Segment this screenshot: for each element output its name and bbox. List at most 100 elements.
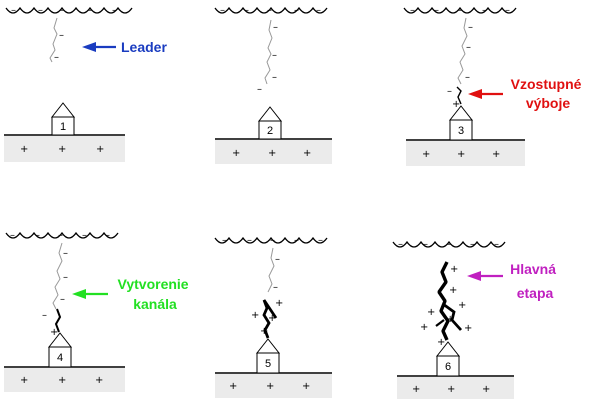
minus-sign: – — [60, 5, 65, 16]
plus-sign: + — [452, 99, 460, 110]
minus-sign: – — [465, 72, 470, 83]
plus-sign: + — [302, 381, 310, 392]
cloud-6 — [392, 240, 506, 248]
panel-number: 5 — [265, 358, 271, 370]
minus-sign: – — [294, 235, 299, 246]
minus-sign: – — [270, 235, 275, 246]
plus-sign: + — [449, 285, 457, 296]
plus-sign: + — [95, 375, 103, 386]
minus-sign: – — [267, 5, 272, 16]
minus-sign: – — [446, 239, 451, 250]
minus-sign: – — [38, 5, 43, 16]
plus-sign: + — [58, 375, 66, 386]
minus-sign: – — [410, 5, 415, 16]
return-stroke-6 — [437, 261, 450, 341]
stepped-leader-1 — [49, 17, 58, 63]
upward-arrow — [468, 89, 503, 99]
ground-charges-5: + + + — [229, 381, 310, 392]
minus-sign: – — [63, 248, 68, 259]
minus-sign: – — [222, 235, 227, 246]
minus-sign: – — [316, 5, 321, 16]
minus-sign: – — [275, 254, 280, 265]
minus-sign: – — [63, 272, 68, 283]
cloud-5 — [214, 236, 328, 244]
minus-sign: – — [58, 230, 63, 241]
minus-sign: – — [398, 239, 403, 250]
ground-charges-4: + + + — [20, 375, 103, 386]
panel-2: – – – – – – – – – + + + 2 — [214, 5, 332, 164]
minus-sign: – — [82, 230, 87, 241]
plus-sign: + — [422, 149, 430, 160]
leader-arrow — [82, 42, 116, 52]
connected-channel-5 — [262, 299, 278, 339]
plus-sign: + — [20, 375, 28, 386]
minus-sign: – — [60, 294, 65, 305]
minus-sign: – — [88, 5, 93, 16]
minus-sign: – — [505, 5, 510, 16]
cloud-charges-6: – – – – – — [398, 239, 499, 250]
minus-sign: – — [434, 5, 439, 16]
ground-1 — [4, 136, 125, 162]
plus-sign: + — [446, 314, 454, 325]
minus-sign: – — [11, 5, 16, 16]
panel-number: 6 — [445, 361, 451, 373]
plus-sign: + — [303, 148, 311, 159]
ground-4 — [4, 368, 125, 392]
ground-2 — [215, 140, 332, 164]
minus-sign: – — [220, 5, 225, 16]
plus-sign: + — [437, 337, 445, 348]
plus-sign: + — [275, 298, 283, 309]
minus-sign: – — [457, 5, 462, 16]
house-4: 4 — [47, 332, 73, 368]
house-5: 5 — [255, 338, 281, 374]
plus-sign: + — [96, 144, 104, 155]
minus-sign: – — [244, 5, 249, 16]
minus-sign: – — [273, 22, 278, 33]
minus-sign: – — [257, 84, 262, 95]
main-stage-label: Hlavná etapa — [510, 261, 560, 301]
plus-sign: + — [412, 384, 420, 395]
upward-streamers-label: Vzostupné výboje — [511, 76, 586, 111]
house-3: 3 — [448, 105, 474, 141]
minus-sign: – — [35, 230, 40, 241]
main-stage-arrow — [467, 271, 503, 281]
minus-sign: – — [42, 310, 47, 321]
cloud-charges-2: – – – – – — [220, 5, 321, 16]
minus-sign: – — [294, 5, 299, 16]
cloud-charges-4: – – – – – — [10, 230, 110, 241]
panel-5: – – – – – – – + + + + + + + 5 — [214, 235, 332, 398]
plus-sign: + — [50, 327, 58, 338]
plus-sign: + — [266, 381, 274, 392]
plus-sign: + — [229, 381, 237, 392]
minus-sign: – — [105, 230, 110, 241]
channel-streamer-4 — [54, 308, 62, 333]
minus-sign: – — [466, 42, 471, 53]
channel-arrow — [72, 289, 108, 299]
plus-sign: + — [457, 149, 465, 160]
panel-number: 4 — [57, 352, 63, 364]
minus-sign: – — [10, 230, 15, 241]
plus-sign: + — [420, 322, 428, 333]
plus-sign: + — [58, 144, 66, 155]
panel-4: – – – – – – – – – + + + + 4 Vytvorenie — [4, 230, 193, 392]
minus-sign: – — [112, 5, 117, 16]
minus-sign: – — [447, 86, 452, 97]
stepped-leader-2 — [264, 19, 273, 85]
minus-sign: – — [470, 239, 475, 250]
plus-sign: + — [20, 144, 28, 155]
cloud-charges-5: – – – – – — [222, 235, 323, 246]
house-1: 1 — [50, 102, 76, 136]
ground-5 — [215, 374, 332, 398]
minus-sign: – — [273, 282, 278, 293]
minus-sign: – — [494, 239, 499, 250]
plus-sign: + — [268, 313, 276, 324]
plus-sign: + — [464, 323, 472, 334]
panel-6: – – – – – + + + + + + + + + + + 6 — [392, 239, 560, 399]
channel-formation-label: Vytvorenie kanála — [118, 276, 193, 312]
minus-sign: – — [59, 30, 64, 41]
cloud-1 — [5, 6, 133, 14]
plus-sign: + — [482, 384, 490, 395]
stepped-leader-3 — [457, 17, 468, 85]
plus-sign: + — [232, 148, 240, 159]
